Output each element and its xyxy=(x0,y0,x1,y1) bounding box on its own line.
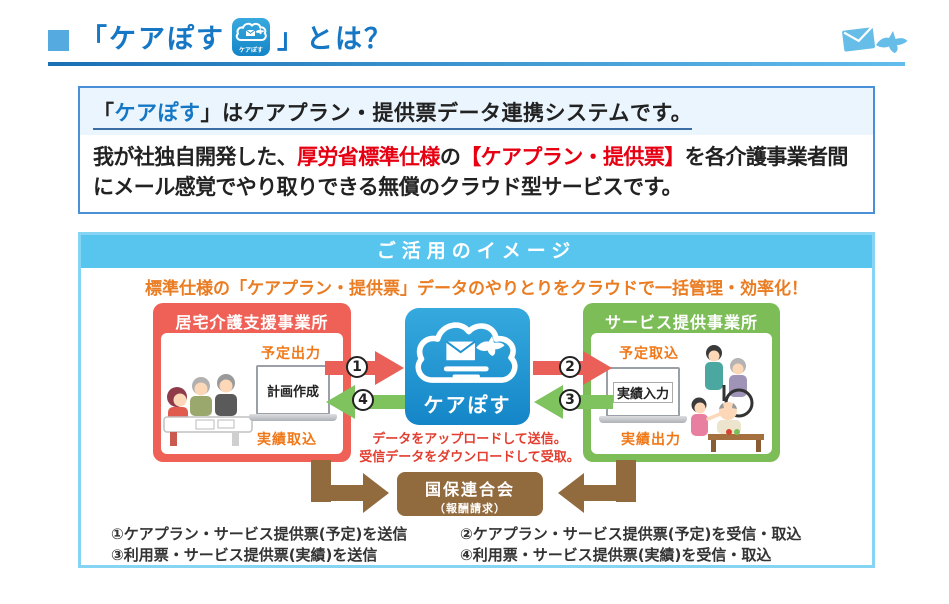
careposu-app-icon-label: ケアぽす xyxy=(238,46,263,54)
page-title-post: 」とは？ xyxy=(277,24,393,55)
intro-body-text: の xyxy=(439,145,461,169)
careposu-cloud-badge: ケアぽす xyxy=(405,308,530,425)
intro-title-brand: ケアぽす xyxy=(114,101,201,125)
intro-title: 「ケアぽす」はケアプラン・提供票データ連携システムです。 xyxy=(93,101,693,130)
cloud-caption-line1: データをアップロードして送信。 xyxy=(372,432,567,447)
service-provider-inner: 予定取込 実績入力 xyxy=(591,333,772,454)
intro-body: 我が社独自開発した、厚労省標準仕様の【ケアプラン・提供票】を各介護事業者間にメー… xyxy=(80,135,873,211)
right-connector-arrowhead-icon xyxy=(558,473,584,513)
home-care-office-box: 居宅介護支援事業所 予定出力 xyxy=(153,303,351,462)
service-provider-title: サービス提供事業所 xyxy=(604,313,758,332)
care-illustration xyxy=(691,345,764,452)
legend-step-4: ④利用票・サービス提供票(実績)を受信・取込 xyxy=(460,546,772,564)
cloud-mail-bird-icon xyxy=(415,322,518,383)
header-divider xyxy=(48,62,905,66)
right-laptop-base xyxy=(599,416,687,423)
usage-headline: 標準仕様の「ケアプラン・提供票」データのやりとりをクラウドで一括管理・効率化！ xyxy=(145,279,808,299)
intro-body-em2: 【ケアプラン・提供票】 xyxy=(460,145,685,169)
results-import-label: 実績取込 xyxy=(257,432,317,448)
home-care-office-title: 居宅介護支援事業所 xyxy=(175,313,329,332)
intro-body-text: を各介護事業者間にメール感覚でやり取りできる無償のクラウド型サービスです。 xyxy=(93,145,848,199)
usage-panel-title: ご活用のイメージ xyxy=(81,235,872,268)
intro-title-rest: 」はケアプラン・提供票データ連携システムです。 xyxy=(200,101,693,125)
step-3-badge: 3 xyxy=(559,389,581,411)
intro-body-em1: 厚労省標準仕様 xyxy=(297,145,440,169)
plan-output-label: 予定出力 xyxy=(261,346,321,362)
legend-step-2: ②ケアプラン・サービス提供票(予定)を受信・取込 xyxy=(460,525,802,543)
usage-panel: ご活用のイメージ 標準仕様の「ケアプラン・提供票」データのやりとりをクラウドで一… xyxy=(78,232,875,568)
kokuho-federation-box: 国保連合会 （報酬請求） xyxy=(397,472,543,516)
left-laptop-label: 計画作成 xyxy=(266,384,319,400)
cloud-icon xyxy=(235,22,267,41)
intro-box: 「ケアぽす」はケアプラン・提供票データ連携システムです。 我が社独自開発した、厚… xyxy=(78,86,875,214)
page-title: 「ケアぽす ケアぽす 」とは？ xyxy=(80,17,393,56)
intro-title-open: 「 xyxy=(93,101,115,125)
right-connector-bar xyxy=(584,485,636,501)
plan-import-label: 予定取込 xyxy=(619,346,679,362)
left-laptop-base xyxy=(249,414,337,421)
intro-title-row: 「ケアぽす」はケアプラン・提供票データ連携システムです。 xyxy=(80,88,873,135)
page-title-pre: 「ケアぽす xyxy=(80,24,225,55)
legend-step-1: ①ケアプラン・サービス提供票(予定)を送信 xyxy=(111,525,408,543)
section-bullet xyxy=(48,30,69,51)
cloud-caption-line2: 受信データをダウンロードして受取。 xyxy=(359,449,580,465)
right-laptop-screen: 実績入力 xyxy=(606,367,680,417)
home-care-office-inner: 予定出力 xyxy=(161,333,343,454)
left-laptop: 計画作成 xyxy=(249,365,337,421)
careposu-app-icon: ケアぽす xyxy=(232,17,270,56)
right-laptop-label: 実績入力 xyxy=(612,381,673,403)
step-4-badge: 4 xyxy=(352,389,374,411)
right-laptop: 実績入力 xyxy=(599,367,687,423)
mail-bird-logo xyxy=(842,25,908,53)
step-2-badge: 2 xyxy=(559,356,581,378)
step-1-badge: 1 xyxy=(346,356,368,378)
office-illustration xyxy=(163,374,253,446)
left-connector-bar xyxy=(311,485,363,501)
intro-body-text: 我が社独自開発した、 xyxy=(93,145,298,169)
legend-step-3: ③利用票・サービス提供票(実績)を送信 xyxy=(111,546,378,564)
kokuho-subtitle: （報酬請求） xyxy=(434,502,506,515)
left-laptop-screen: 計画作成 xyxy=(256,365,330,415)
kokuho-title: 国保連合会 xyxy=(424,480,515,499)
results-output-label: 実績出力 xyxy=(621,432,681,448)
service-provider-box: サービス提供事業所 予定取込 実績入力 xyxy=(583,303,780,462)
cloud-caption: データをアップロードして送信。 受信データをダウンロードして受取。 xyxy=(357,431,582,466)
careposu-cloud-name: ケアぽす xyxy=(423,393,512,417)
left-connector-arrowhead-icon xyxy=(363,473,389,513)
